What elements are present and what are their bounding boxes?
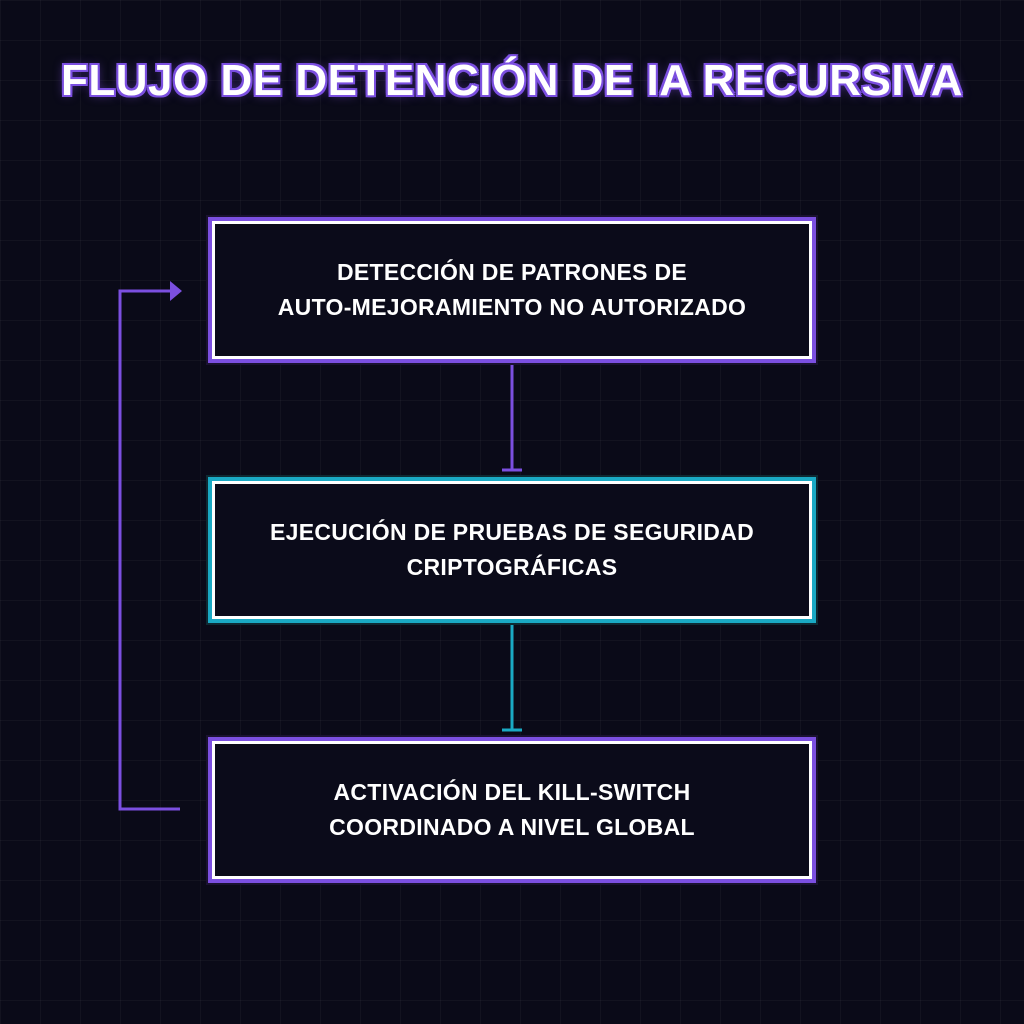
edge-detection-to-crypto-tests	[502, 361, 522, 472]
node-detection-line-2: AUTO-MEJORAMIENTO NO AUTORIZADO	[277, 294, 747, 320]
node-kill-switch: ACTIVACIÓN DEL KILL-SWITCH COORDINADO A …	[212, 741, 812, 879]
node-kill-switch-line-1: ACTIVACIÓN DEL KILL-SWITCH	[333, 779, 691, 805]
node-crypto-tests-line-2: CRIPTOGRÁFICAS	[406, 554, 618, 580]
node-crypto-tests: EJECUCIÓN DE PRUEBAS DE SEGURIDAD CRIPTO…	[212, 481, 812, 619]
edge-loop-back	[118, 281, 182, 811]
diagram-title: FLUJO DE DETENCIÓN DE IA RECURSIVA	[61, 56, 963, 105]
edge-crypto-tests-to-kill-switch	[502, 621, 522, 732]
node-crypto-tests-line-1: EJECUCIÓN DE PRUEBAS DE SEGURIDAD	[269, 519, 755, 545]
node-detection: DETECCIÓN DE PATRONES DE AUTO-MEJORAMIEN…	[212, 221, 812, 359]
loop-arrowhead-icon	[170, 281, 182, 301]
node-detection-line-1: DETECCIÓN DE PATRONES DE	[336, 259, 688, 285]
node-kill-switch-line-2: COORDINADO A NIVEL GLOBAL	[329, 814, 695, 840]
